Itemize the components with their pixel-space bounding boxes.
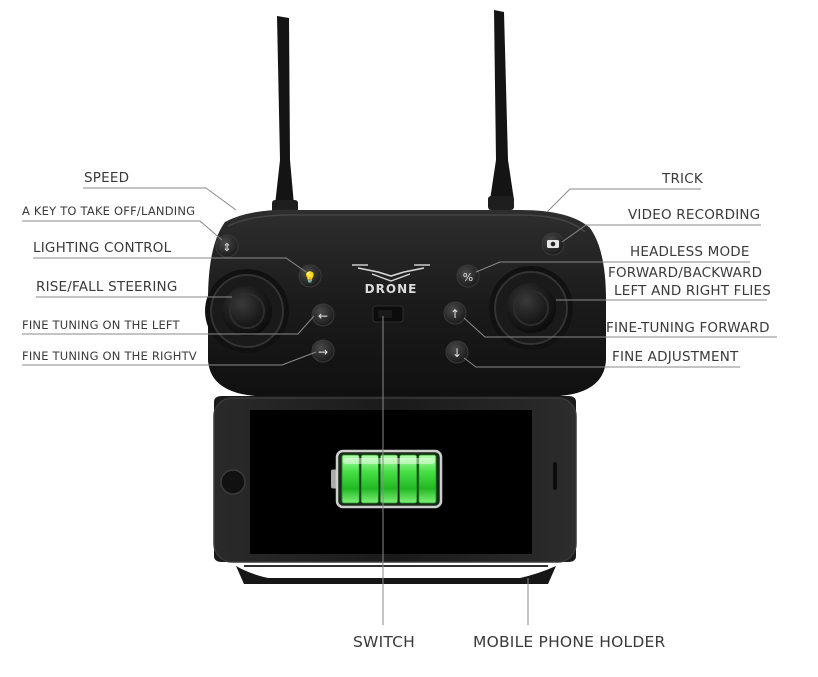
label-video-recording: VIDEO RECORDING <box>628 207 761 223</box>
battery-segment <box>379 454 398 504</box>
battery-segment <box>341 454 360 504</box>
leader-lighting <box>33 257 307 273</box>
leader-fine-left <box>22 315 315 335</box>
svg-text:→: → <box>318 345 328 359</box>
leader-fine-right <box>22 351 317 366</box>
svg-text:↑: ↑ <box>450 307 460 321</box>
right-joystick[interactable] <box>489 266 573 350</box>
label-fine-tuning-left: FINE TUNING ON THE LEFT <box>22 318 180 332</box>
speaker-icon <box>553 462 557 490</box>
leader-fine-adjust <box>463 357 740 368</box>
label-fine-tuning-right: FINE TUNING ON THE RIGHTV <box>22 349 197 363</box>
brand-label: DRONE <box>365 282 418 296</box>
label-switch: SWITCH <box>353 633 415 651</box>
fine-tune-backward-button[interactable]: ↓ <box>445 340 469 364</box>
leader-speed <box>83 187 237 211</box>
leader-takeoff <box>22 220 223 241</box>
leader-trick <box>546 188 701 213</box>
battery-highlight <box>343 458 435 464</box>
controller-body <box>208 209 606 396</box>
video-recording-button[interactable] <box>541 232 565 256</box>
svg-text:←: ← <box>318 309 328 323</box>
battery-segment <box>360 454 379 504</box>
svg-text:%: % <box>463 271 473 284</box>
svg-text:↓: ↓ <box>452 346 462 360</box>
label-forward-backward: FORWARD/BACKWARD <box>608 265 763 281</box>
battery-segment <box>418 454 437 504</box>
lighting-control-button[interactable]: 💡 <box>298 264 322 288</box>
leader-headless <box>475 261 750 273</box>
right-antenna <box>488 10 514 210</box>
home-button-icon <box>220 469 246 495</box>
leader-video <box>561 224 761 243</box>
label-rise-fall-steering: RISE/FALL STEERING <box>36 279 178 295</box>
label-speed: SPEED <box>84 170 130 186</box>
fine-tune-left-button[interactable]: ← <box>311 303 335 327</box>
battery-full-icon <box>331 449 443 509</box>
label-takeoff-landing: A KEY TO TAKE OFF/LANDING <box>22 204 196 218</box>
left-antenna <box>272 16 298 214</box>
label-lighting-control: LIGHTING CONTROL <box>33 240 172 256</box>
power-switch[interactable] <box>372 305 404 323</box>
label-mobile-phone-holder: MOBILE PHONE HOLDER <box>473 633 666 651</box>
leader-fine-forward <box>463 317 777 338</box>
fine-tune-forward-button[interactable]: ↑ <box>443 301 467 325</box>
headless-mode-button[interactable]: % <box>456 264 480 288</box>
label-trick: TRICK <box>662 171 703 187</box>
left-joystick[interactable] <box>205 269 289 353</box>
fine-tune-right-button[interactable]: → <box>311 339 335 363</box>
svg-text:💡: 💡 <box>303 271 317 284</box>
leader-lines <box>22 187 777 625</box>
takeoff-landing-button[interactable]: ⇕ <box>215 234 239 258</box>
label-fine-adjustment: FINE ADJUSTMENT <box>612 349 739 365</box>
label-fine-tuning-forward: FINE-TUNING FORWARD <box>606 320 770 336</box>
label-headless-mode: HEADLESS MODE <box>630 244 750 260</box>
label-left-right-flies: LEFT AND RIGHT FLIES <box>614 283 772 299</box>
battery-segment <box>399 454 418 504</box>
svg-text:⇕: ⇕ <box>222 241 231 254</box>
drone-logo: DRONE <box>352 264 430 296</box>
